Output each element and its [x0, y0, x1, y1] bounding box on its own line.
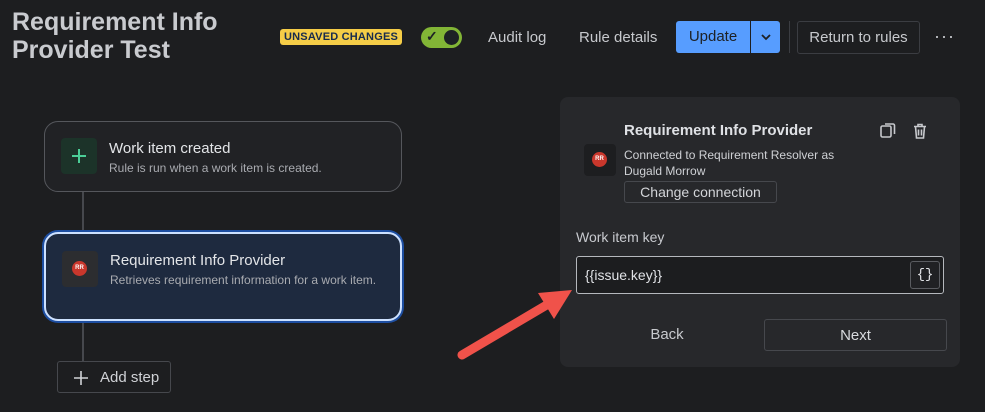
add-step-label: Add step [100, 369, 160, 386]
plus-icon [74, 371, 88, 385]
requirement-resolver-logo-box: RR [62, 251, 98, 287]
requirement-resolver-logo-box: RR [584, 144, 616, 176]
requirement-resolver-logo-icon: RR [592, 152, 607, 167]
duplicate-icon[interactable] [879, 122, 897, 140]
connection-info: Connected to Requirement Resolver as Dug… [624, 148, 835, 178]
work-item-key-input[interactable]: {{issue.key}} {} [576, 256, 944, 294]
next-button[interactable]: Next [764, 319, 947, 351]
action-card-requirement-info-provider[interactable]: RR Requirement Info Provider Retrieves r… [44, 232, 402, 321]
page-title: Requirement Info Provider Test [12, 8, 218, 64]
trigger-title: Work item created [109, 140, 231, 157]
toolbar-divider [789, 21, 790, 53]
rule-details-button[interactable]: Rule details [579, 29, 658, 46]
action-title: Requirement Info Provider [110, 252, 286, 269]
action-description: Retrieves requirement information for a … [110, 273, 377, 287]
unsaved-changes-badge: UNSAVED CHANGES [280, 29, 403, 45]
rule-enabled-toggle[interactable]: ✓ [421, 27, 462, 48]
update-button[interactable]: Update [676, 21, 750, 53]
plus-icon [61, 138, 97, 174]
work-item-key-label: Work item key [576, 229, 665, 245]
change-connection-button[interactable]: Change connection [624, 181, 777, 203]
add-step-button[interactable]: Add step [57, 361, 171, 393]
action-config-panel [560, 97, 960, 367]
return-to-rules-button[interactable]: Return to rules [797, 21, 920, 54]
smart-value-button[interactable]: {} [910, 261, 940, 289]
chevron-down-icon [760, 34, 771, 41]
flow-connector [82, 321, 84, 361]
trash-icon[interactable] [911, 122, 929, 140]
flow-connector [82, 192, 84, 232]
trigger-card[interactable]: Work item created Rule is run when a wor… [44, 121, 402, 192]
update-options-button[interactable] [751, 21, 780, 53]
more-actions-icon[interactable]: ··· [934, 26, 955, 46]
check-icon: ✓ [426, 28, 438, 44]
requirement-resolver-logo-icon: RR [72, 261, 87, 276]
back-button[interactable]: Back [650, 326, 684, 343]
toggle-knob [444, 30, 459, 45]
panel-title: Requirement Info Provider [624, 122, 813, 139]
work-item-key-value: {{issue.key}} [585, 267, 663, 283]
trigger-description: Rule is run when a work item is created. [109, 161, 322, 175]
annotation-arrow-icon [457, 290, 572, 360]
audit-log-button[interactable]: Audit log [488, 29, 547, 46]
